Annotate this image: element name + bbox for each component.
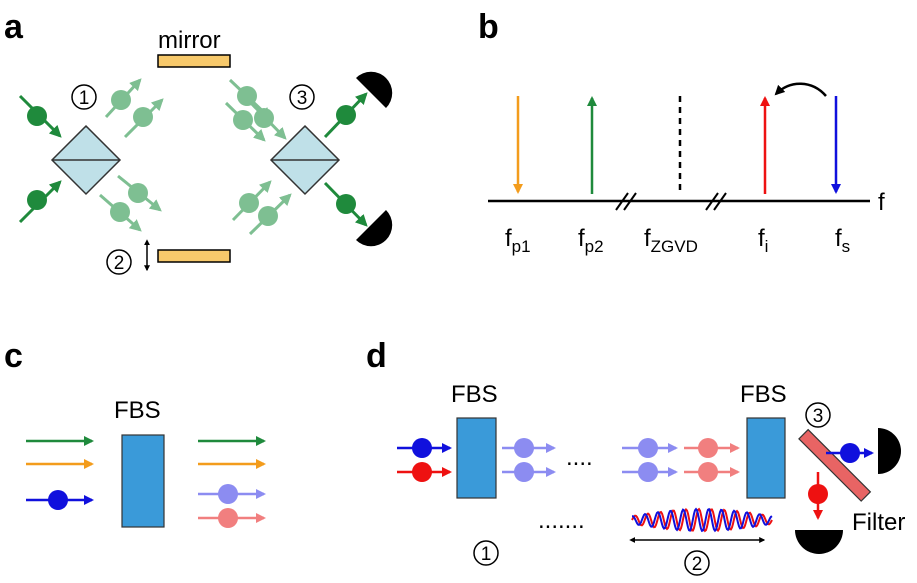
svg-text:1: 1 [481,544,492,565]
detector-bottom [356,210,393,247]
bottom-mirror [157,249,231,263]
freq-label-p2: fp2 [578,225,604,256]
fbs-label-d2: FBS [740,381,787,408]
input-photon-blue-d [397,438,452,458]
input-photon-top [18,94,62,138]
panel-a: a mirror 1 2 3 [4,8,393,275]
output-photon-blue-d [826,443,874,463]
beamsplitter-2 [269,124,341,196]
detector-top [356,71,393,108]
filter-label: Filter [852,509,905,536]
panel-a-label: a [4,8,24,46]
detector-right [878,428,901,474]
input-photon-blue [26,490,94,510]
fbs-label-c: FBS [114,397,161,424]
wavepacket [631,507,773,533]
panel-d: d FBS FBS .... [366,337,905,576]
circle-label-d1: 1 [473,540,499,566]
fbs-block-d1 [456,417,497,499]
svg-text:2: 2 [692,554,703,575]
ellipsis-bottom: ....... [538,507,585,534]
svg-text:2: 2 [114,253,125,274]
output-photon-top [323,92,368,139]
freq-label-zgvd: fZGVD [644,225,698,256]
mid-photons-blue-2 [622,438,678,482]
svg-text:3: 3 [297,88,308,109]
input-photon-red-d [397,462,452,482]
conversion-arrow [774,82,827,97]
mirror-label: mirror [158,27,221,54]
frequency-axis-label: f [878,189,885,216]
ellipsis-top: .... [566,444,593,471]
axis-break-2 [705,192,727,211]
output-photon-red [198,508,266,528]
panel-c: c FBS [4,337,266,528]
output-photon-bottom [323,181,368,227]
fbs-label-d1: FBS [451,381,498,408]
input-photon-bottom [18,180,62,224]
axis-break-1 [615,192,637,211]
fbs-block-d2 [746,417,786,499]
circle-label-3: 3 [289,84,315,110]
fbs-block-c [121,434,165,528]
panel-b: b f fp1 fp2 fZGVD fi fs [478,8,885,256]
circle-label-d3: 3 [805,402,831,428]
circle-label-1: 1 [71,84,97,110]
dichroic-filter [798,428,872,502]
panel-d-label: d [366,337,387,375]
upper-arm-photons-right [224,78,287,142]
panel-b-label: b [478,8,499,46]
detector-bottom-d [795,530,843,554]
circle-label-d2: 2 [684,550,710,576]
freq-label-p1: fp1 [505,225,531,256]
svg-text:3: 3 [813,406,824,427]
freq-label-i: fi [758,225,768,256]
lower-arm-photons-left [99,174,162,232]
mid-photons-blue-1 [502,438,556,482]
beamsplitter-1 [50,124,122,196]
circle-label-2: 2 [106,249,132,275]
output-photon-blue [198,484,266,504]
output-photon-red-d [808,472,828,520]
upper-arm-photons-left [104,78,164,139]
panel-c-label: c [4,337,23,375]
freq-label-s: fs [835,225,850,256]
mid-photons-red-2 [684,438,740,482]
svg-text:1: 1 [79,88,90,109]
lower-arm-photons-right [231,180,292,236]
top-mirror [157,54,231,68]
